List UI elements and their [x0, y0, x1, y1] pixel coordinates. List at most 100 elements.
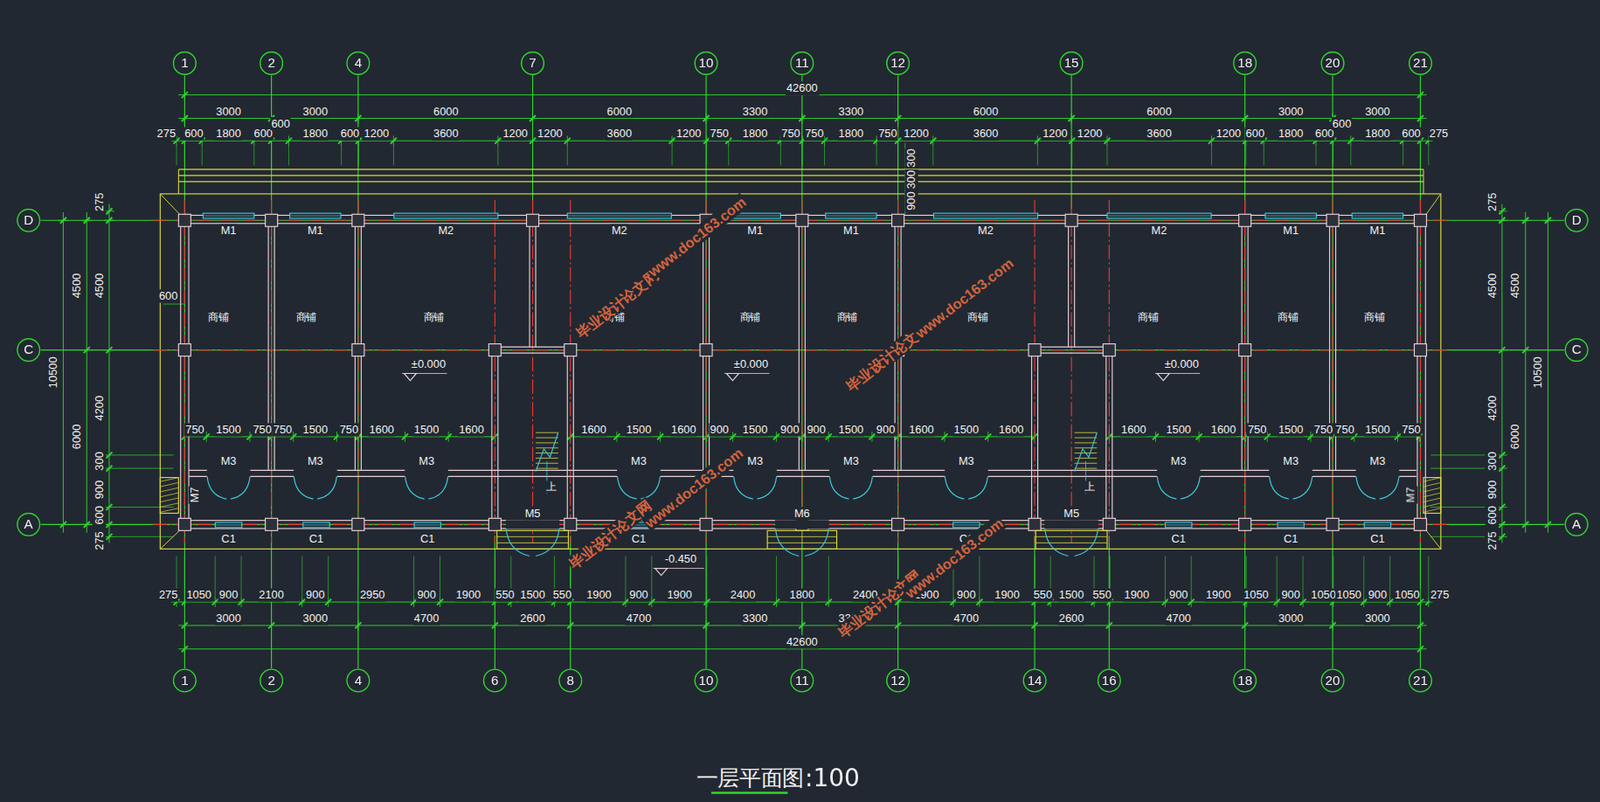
extension-line	[1108, 620, 1110, 631]
window-symbol	[394, 213, 499, 219]
extension-line	[103, 524, 115, 526]
dimension-line	[1524, 212, 1526, 534]
axis-line	[532, 200, 534, 543]
axis-line	[569, 200, 571, 543]
extension-line	[404, 431, 406, 443]
axis-number: D	[1564, 212, 1589, 229]
level-triangle	[1156, 373, 1170, 381]
column	[1028, 344, 1041, 357]
door-window-tag: C1	[308, 532, 326, 546]
dimension-text: 550	[494, 588, 516, 603]
dimension-text: 1800	[301, 127, 329, 141]
dimension-text: 900	[1485, 479, 1499, 501]
extension-line	[1430, 454, 1485, 456]
extension-line	[81, 220, 92, 222]
dimension-text: 42600	[785, 81, 819, 95]
column	[1065, 214, 1078, 227]
side-steps	[1423, 487, 1441, 492]
entrance-steps	[767, 542, 837, 544]
extension-line	[1302, 556, 1304, 598]
dimension-text: 1900	[585, 588, 613, 603]
dimension-text: 4700	[1164, 611, 1192, 625]
dimension-text: 6000	[69, 422, 84, 451]
dimension-text: 1050	[1335, 588, 1363, 603]
axis-bubble: A	[16, 512, 42, 537]
extension-line	[270, 145, 272, 166]
corner-line	[1425, 529, 1441, 549]
extension-line	[184, 90, 186, 101]
dimension-text: 900	[1367, 588, 1389, 603]
dimension-text: 3300	[837, 104, 865, 118]
window-symbol	[567, 215, 672, 217]
extension-line	[1363, 596, 1365, 608]
column	[178, 518, 191, 531]
entrance-steps	[1035, 530, 1108, 549]
door-window-tag: M1	[306, 224, 325, 238]
axis-number: 20	[1320, 55, 1345, 72]
door-window-tag: C1	[1369, 532, 1386, 546]
outline-slab	[159, 193, 1441, 549]
extension-line	[114, 454, 174, 456]
door-window-tag: M5	[1062, 506, 1081, 520]
door-window-tag: M1	[842, 224, 860, 238]
axis-number: 18	[1232, 55, 1258, 72]
extension-line	[253, 145, 255, 166]
room-name: 商铺	[207, 311, 230, 324]
dimension-text: 600	[339, 127, 361, 141]
dimension-text: 1200	[1076, 127, 1104, 141]
dimension-text: 6000	[605, 104, 633, 118]
extension-line	[1419, 145, 1421, 166]
extension-line	[288, 145, 290, 166]
extension-line	[706, 556, 707, 598]
partition-wall	[1034, 346, 1109, 348]
extension-line	[775, 431, 777, 443]
watermark: www.doc163.com	[644, 193, 750, 281]
extension-line	[706, 135, 707, 146]
axis-number: 2	[259, 55, 284, 72]
door-window-tag: M3	[842, 455, 860, 469]
axis-bubble: 21	[1407, 50, 1433, 76]
extension-line	[340, 145, 342, 166]
extension-line	[828, 431, 830, 443]
entrance-steps	[1035, 542, 1108, 544]
extension-line	[358, 145, 360, 166]
level-mark: ±0.000	[1163, 358, 1200, 372]
level-triangle	[403, 373, 416, 381]
extension-line	[801, 620, 803, 631]
dimension-text: 550	[1032, 588, 1054, 603]
canopy-line	[178, 174, 1424, 176]
stair-wall	[1105, 346, 1107, 522]
side-steps	[159, 503, 179, 508]
axis-bubble: D	[16, 207, 42, 233]
axis-number: A	[16, 516, 42, 534]
extension-line	[184, 113, 186, 125]
axis-line	[1033, 200, 1035, 543]
stair-tread	[535, 457, 559, 459]
door-swing	[317, 476, 337, 499]
extension-line	[1419, 113, 1421, 125]
level-triangle	[726, 373, 739, 381]
stair-wall	[491, 346, 492, 522]
door-window-tag: C1	[630, 532, 648, 546]
column	[178, 344, 191, 357]
extension-line	[624, 556, 626, 598]
partition-wall	[528, 223, 530, 347]
door-window-tag: M7	[188, 485, 202, 504]
side-steps	[159, 487, 179, 492]
extension-line	[114, 536, 174, 538]
dimension-line	[62, 212, 64, 534]
corner-line	[1425, 193, 1441, 216]
dimension-text: 3000	[301, 104, 329, 118]
axis-bubble: 11	[789, 50, 815, 76]
dimension-line	[1547, 212, 1549, 534]
stair-tread	[1074, 437, 1098, 439]
window-symbol	[933, 215, 1038, 217]
extension-line	[103, 220, 115, 222]
extension-line	[439, 596, 441, 608]
extension-line	[897, 113, 899, 125]
dimension-text: 4500	[69, 272, 84, 300]
door-swing	[756, 476, 776, 499]
door-swing	[207, 476, 227, 499]
stair-wall	[1037, 346, 1039, 522]
extension-line	[1389, 596, 1391, 608]
